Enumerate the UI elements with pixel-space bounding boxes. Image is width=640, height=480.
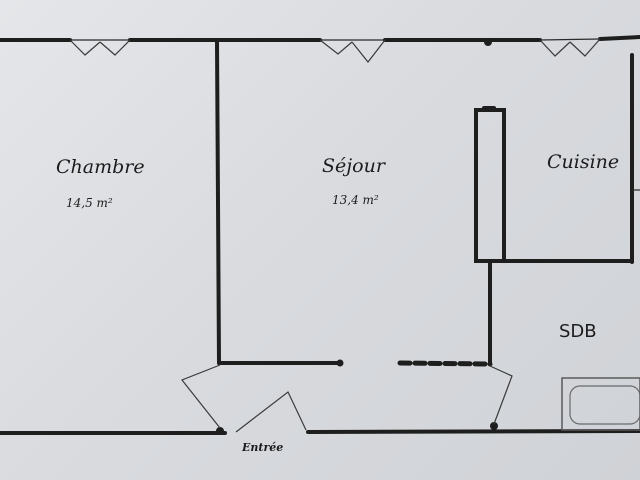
exterior-top-wall <box>0 35 640 42</box>
exterior-bottom-wall <box>0 422 640 435</box>
wall-chambre-sejour <box>215 40 221 365</box>
bathtub <box>561 377 640 431</box>
window-sejour <box>319 39 386 63</box>
duct-column <box>474 106 506 263</box>
room-name-cuisine: Cuisine <box>547 151 619 173</box>
room-area-sejour: 13,4 m² <box>332 193 379 207</box>
room-name-sejour: Séjour <box>322 155 387 177</box>
wall-cuisine-right <box>630 53 640 264</box>
wall-sejour-bottom <box>217 359 344 367</box>
sdb-door <box>489 365 513 425</box>
entry-door <box>181 364 307 433</box>
window-chambre <box>69 39 131 56</box>
dashed-partition <box>397 360 493 367</box>
window-cuisine <box>539 38 601 57</box>
room-name-entree: Entrée <box>241 441 283 454</box>
room-name-sdb: SDB <box>559 321 597 342</box>
room-name-chambre: Chambre <box>56 156 145 178</box>
wall-mark <box>484 38 492 46</box>
room-area-chambre: 14,5 m² <box>66 196 113 210</box>
